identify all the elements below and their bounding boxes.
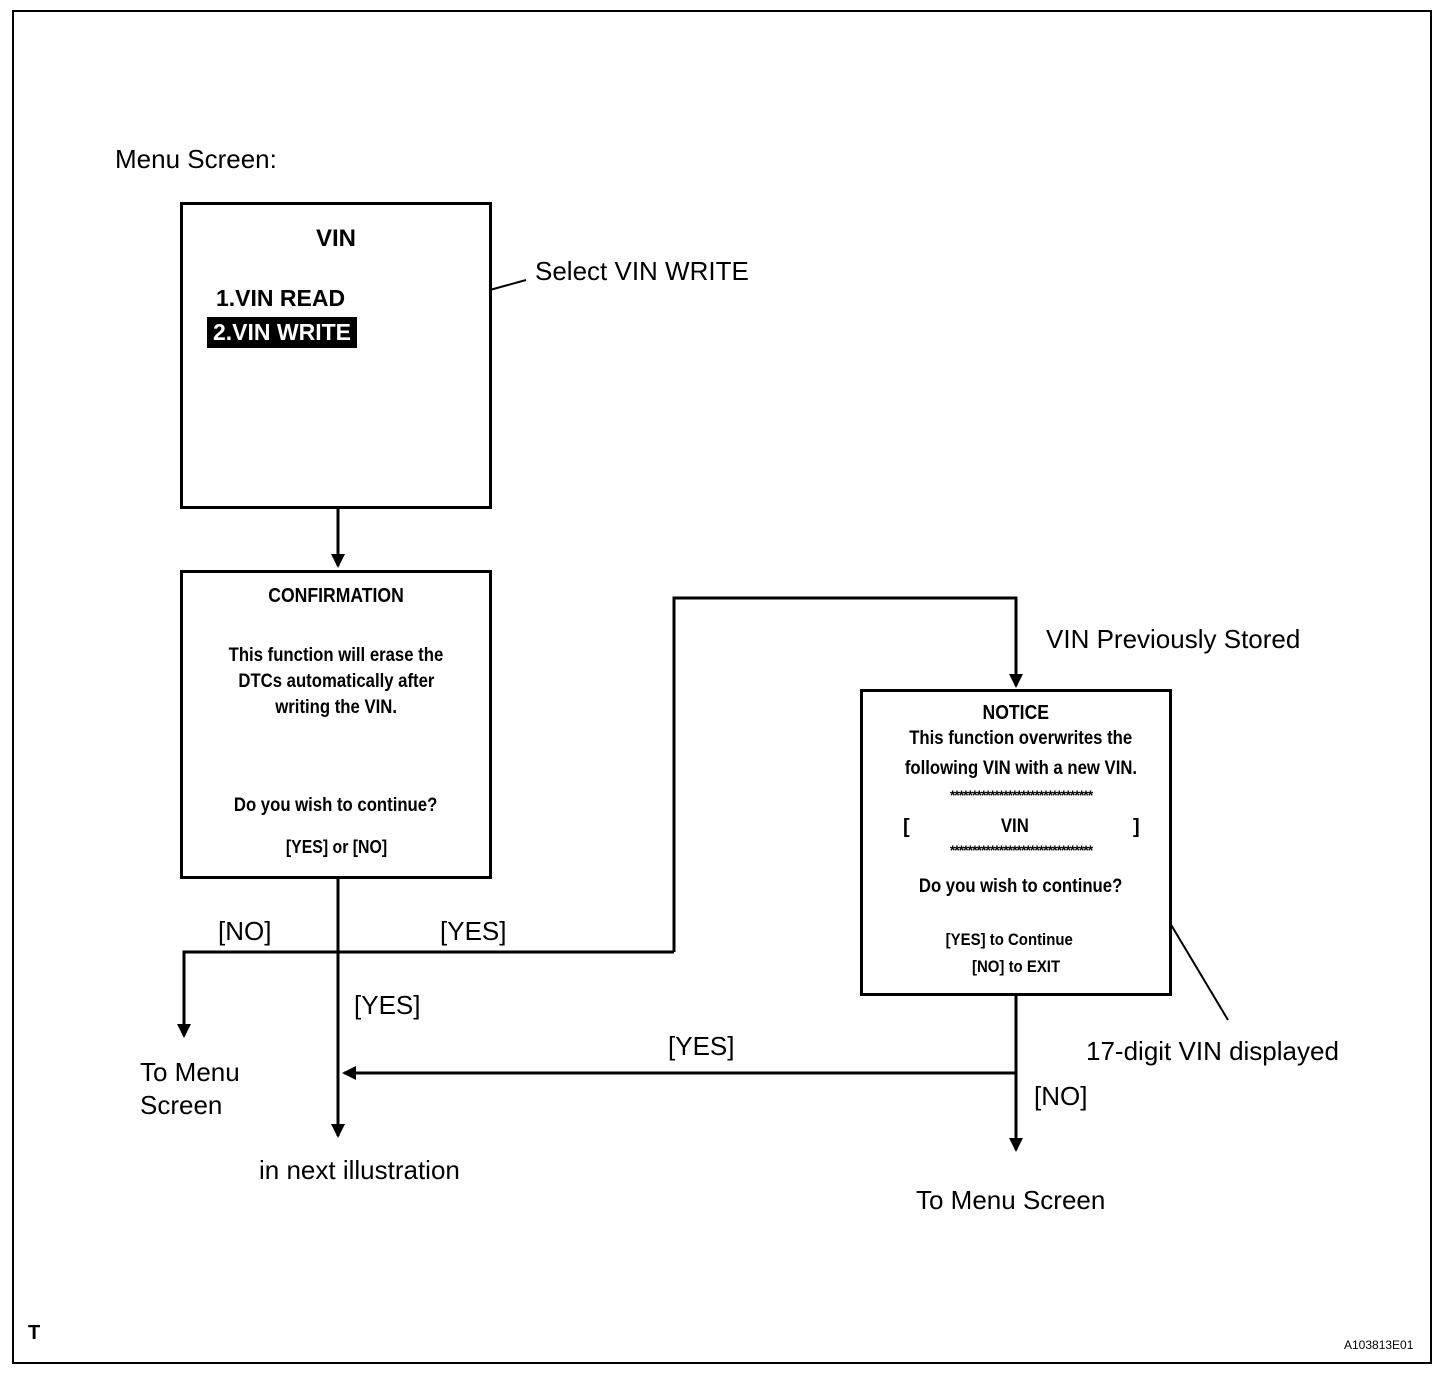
seventeen-digit-label: 17-digit VIN displayed [1086, 1036, 1339, 1066]
confirmation-title: CONFIRMATION [183, 585, 489, 608]
edge-label-no-right: [NO] [1034, 1081, 1088, 1111]
menu-screen-label: Menu Screen: [115, 144, 277, 174]
confirmation-line-2: DTCs automatically after [183, 671, 489, 693]
notice-option-yes: [YES] to Continue [863, 930, 1155, 950]
edge-label-yes-down: [YES] [354, 990, 421, 1020]
notice-option-yes-text: [YES] to Continue [945, 930, 1073, 949]
confirmation-options-text: [YES] or [NO] [285, 837, 387, 857]
notice-stars-bottom: ******************************** [949, 842, 1093, 858]
notice-stars-top: ******************************** [949, 787, 1093, 803]
notice-line-1: This function overwrites the [863, 728, 1179, 750]
edge-label-no-left: [NO] [218, 916, 272, 946]
confirmation-line-3: writing the VIN. [183, 697, 489, 719]
arrow-confirm-yes-notice [672, 596, 1023, 952]
menu-item-vin-read[interactable]: 1.VIN READ [216, 285, 346, 311]
notice-line-2-text: following VIN with a new VIN. [904, 758, 1138, 779]
edge-label-yes-mid: [YES] [440, 916, 507, 946]
notice-line-2: following VIN with a new VIN. [863, 758, 1179, 780]
confirmation-line-3-text: writing the VIN. [275, 697, 397, 718]
to-menu-screen-left-line1: To Menu [140, 1057, 240, 1087]
confirmation-title-text: CONFIRMATION [268, 585, 404, 607]
arrow-confirm-no [177, 950, 674, 1038]
notice-question: Do you wish to continue? [863, 876, 1179, 898]
vin-menu-screen: VIN 1.VIN READ 2.VIN WRITE [180, 202, 492, 509]
confirmation-question: Do you wish to continue? [183, 795, 489, 817]
notice-question-text: Do you wish to continue? [919, 876, 1123, 897]
figure-id: A103813E01 [1344, 1338, 1414, 1352]
confirmation-question-text: Do you wish to continue? [234, 795, 438, 816]
notice-title: NOTICE [863, 702, 1169, 725]
notice-screen: NOTICE This function overwrites the foll… [860, 689, 1172, 996]
corner-mark: T [28, 1322, 41, 1344]
confirmation-line-1: This function will erase the [183, 645, 489, 667]
vin-menu-title: VIN [315, 225, 356, 252]
confirmation-options: [YES] or [NO] [183, 837, 489, 858]
figure-frame [12, 10, 1432, 1364]
select-vin-write-label: Select VIN WRITE [535, 256, 749, 286]
in-next-illustration-label: in next illustration [259, 1155, 460, 1185]
menu-item-vin-write[interactable]: 2.VIN WRITE [207, 317, 358, 348]
confirmation-screen: CONFIRMATION This function will erase th… [180, 570, 492, 879]
confirmation-line-2-text: DTCs automatically after [237, 671, 435, 692]
to-menu-screen-right-label: To Menu Screen [916, 1185, 1106, 1215]
notice-bracket-left: [ [903, 816, 910, 838]
to-menu-screen-left-line2: Screen [140, 1090, 223, 1120]
notice-vin-text: VIN [1000, 816, 1029, 837]
vin-previously-stored-label: VIN Previously Stored [1046, 624, 1301, 654]
notice-option-no: [NO] to EXIT [863, 957, 1169, 977]
notice-vin-placeholder: VIN [999, 816, 1031, 838]
notice-option-no-text: [NO] to EXIT [971, 957, 1061, 976]
notice-line-1-text: This function overwrites the [909, 728, 1133, 749]
confirmation-line-1-text: This function will erase the [228, 645, 444, 666]
notice-bracket-right: ] [1133, 816, 1140, 838]
notice-title-text: NOTICE [982, 702, 1050, 724]
edge-label-yes-return: [YES] [668, 1031, 735, 1061]
